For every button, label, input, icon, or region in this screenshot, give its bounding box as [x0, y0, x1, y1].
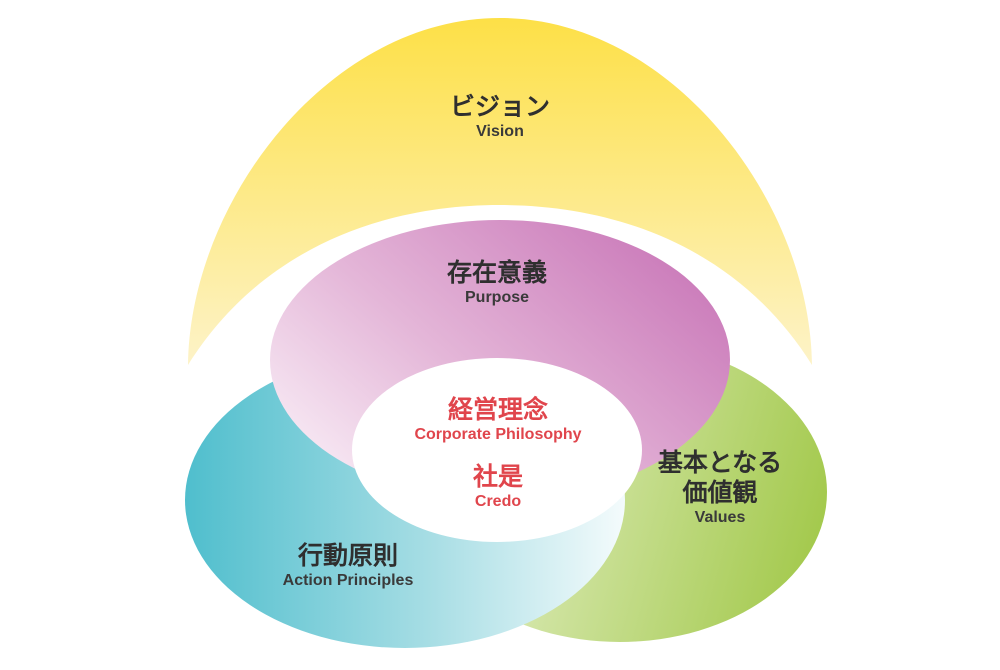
vision-label-jp: ビジョン: [449, 92, 551, 121]
credo-label-en: Credo: [474, 493, 522, 510]
core-philosophy-label: 経営理念 Corporate Philosophy: [414, 395, 581, 445]
action-label-jp: 行動原則: [297, 541, 399, 570]
purpose-label: 存在意義 Purpose: [447, 258, 547, 308]
core-credo-label: 社是 Credo: [473, 462, 523, 512]
values-label-jp-line2: 価値観: [682, 478, 758, 507]
vision-arch: [188, 18, 812, 365]
purpose-label-en: Purpose: [464, 289, 530, 306]
purpose-label-jp: 存在意義: [446, 258, 548, 287]
vision-label-en: Vision: [476, 123, 524, 140]
action-label-en: Action Principles: [282, 572, 414, 589]
values-label-en: Values: [694, 509, 746, 526]
credo-label-jp: 社是: [472, 462, 524, 491]
philosophy-label-en: Corporate Philosophy: [414, 426, 582, 443]
action-label: 行動原則 Action Principles: [283, 541, 414, 591]
philosophy-label-jp: 経営理念: [447, 395, 548, 424]
core-ellipse: [352, 358, 642, 542]
values-label-jp-line1: 基本となる: [657, 448, 783, 477]
vision-label: ビジョン Vision: [450, 92, 550, 142]
values-label: 基本となる 価値観 Values: [658, 448, 782, 528]
